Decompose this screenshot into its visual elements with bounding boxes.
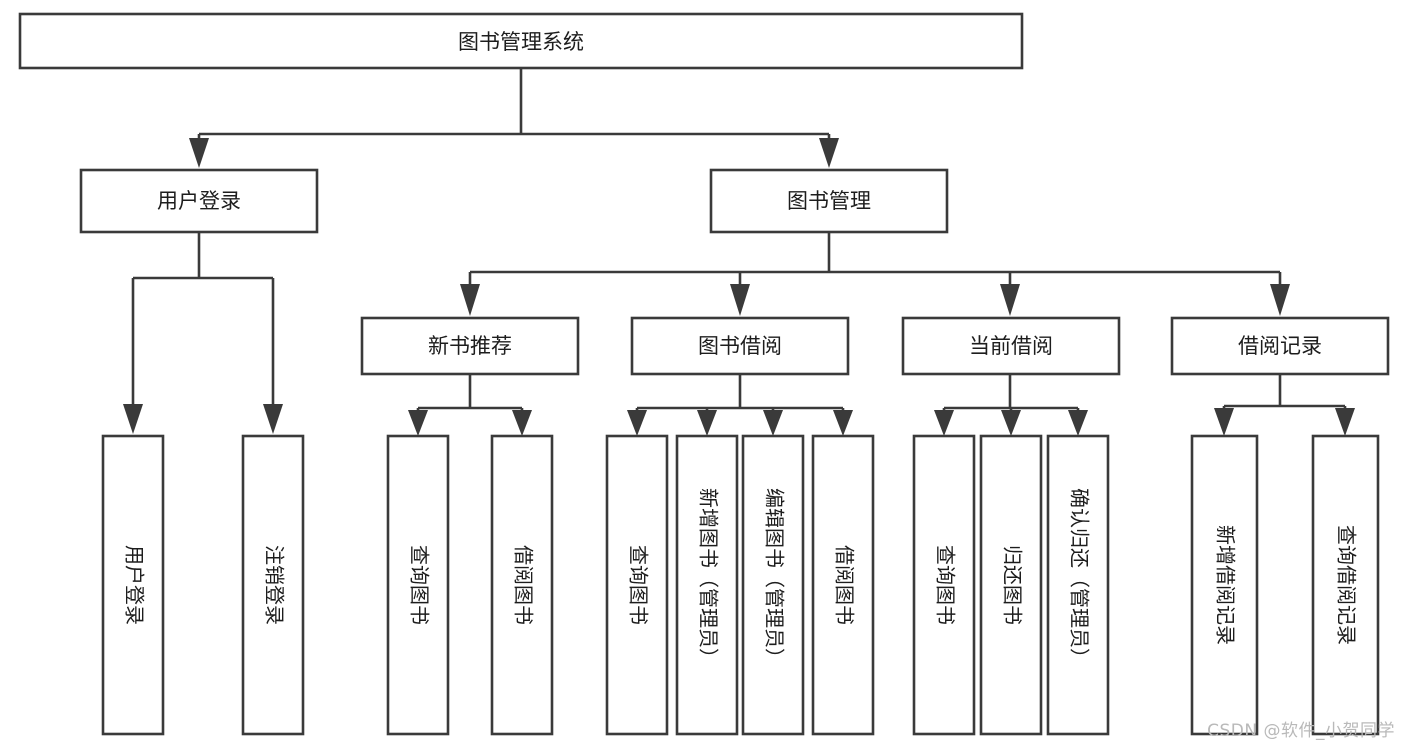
node-book-borrow[interactable]: 图书借阅 xyxy=(630,316,850,376)
node-leaf-user-login-box[interactable] xyxy=(101,434,165,736)
connectors-layer xyxy=(123,68,1355,436)
node-leaf-borrow-book-2[interactable]: 借阅图书 xyxy=(811,434,875,736)
node-leaf-query-book-3-box[interactable] xyxy=(912,434,976,736)
node-leaf-confirm-return-box[interactable] xyxy=(1046,434,1110,736)
arrow-head-leaf-add-book xyxy=(697,410,717,436)
node-borrow-record[interactable]: 借阅记录 xyxy=(1170,316,1390,376)
arrow-head-book-management xyxy=(819,138,839,168)
arrow-head-user-login xyxy=(189,138,209,168)
node-leaf-edit-book[interactable]: 编辑图书（管理员） xyxy=(741,434,805,736)
node-borrow-record-box[interactable] xyxy=(1170,316,1390,376)
node-book-borrow-box[interactable] xyxy=(630,316,850,376)
node-user-login[interactable]: 用户登录 xyxy=(79,168,319,234)
node-leaf-add-record[interactable]: 新增借阅记录 xyxy=(1190,434,1259,736)
node-leaf-borrow-book-1-box[interactable] xyxy=(490,434,554,736)
node-current-borrow[interactable]: 当前借阅 xyxy=(901,316,1121,376)
node-leaf-return-book[interactable]: 归还图书 xyxy=(979,434,1043,736)
arrow-head-new-book-recommend xyxy=(460,284,480,316)
arrow-head-leaf-logout xyxy=(263,404,283,434)
node-leaf-confirm-return[interactable]: 确认归还（管理员） xyxy=(1046,434,1110,736)
arrow-head-borrow-record xyxy=(1270,284,1290,316)
node-current-borrow-box[interactable] xyxy=(901,316,1121,376)
node-leaf-query-book-1-box[interactable] xyxy=(386,434,450,736)
arrow-head-leaf-add-record xyxy=(1214,408,1234,436)
arrow-head-leaf-borrow-book-1 xyxy=(512,410,532,436)
arrow-head-leaf-query-book-2 xyxy=(627,410,647,436)
node-leaf-borrow-book-1[interactable]: 借阅图书 xyxy=(490,434,554,736)
arrow-head-leaf-return-book xyxy=(1001,410,1021,436)
arrow-head-leaf-edit-book xyxy=(763,410,783,436)
node-new-book-recommend[interactable]: 新书推荐 xyxy=(360,316,580,376)
node-leaf-add-record-box[interactable] xyxy=(1190,434,1259,736)
node-leaf-return-book-box[interactable] xyxy=(979,434,1043,736)
arrow-head-leaf-confirm-return xyxy=(1068,410,1088,436)
node-root[interactable]: 图书管理系统 xyxy=(18,12,1024,70)
node-leaf-query-record-box[interactable] xyxy=(1311,434,1380,736)
node-leaf-user-login[interactable]: 用户登录 xyxy=(101,434,165,736)
node-leaf-query-book-2-box[interactable] xyxy=(605,434,669,736)
node-new-book-recommend-box[interactable] xyxy=(360,316,580,376)
node-leaf-query-record[interactable]: 查询借阅记录 xyxy=(1311,434,1380,736)
node-leaf-logout[interactable]: 注销登录 xyxy=(241,434,305,736)
node-leaf-query-book-1[interactable]: 查询图书 xyxy=(386,434,450,736)
node-leaf-add-book[interactable]: 新增图书（管理员） xyxy=(675,434,739,736)
arrow-head-leaf-borrow-book-2 xyxy=(833,410,853,436)
node-leaf-edit-book-box[interactable] xyxy=(741,434,805,736)
arrow-head-current-borrow xyxy=(1000,284,1020,316)
csdn-watermark: CSDN @软件_小贺同学 xyxy=(1207,721,1395,741)
node-user-login-box[interactable] xyxy=(79,168,319,234)
node-leaf-add-book-box[interactable] xyxy=(675,434,739,736)
node-leaf-query-book-2[interactable]: 查询图书 xyxy=(605,434,669,736)
arrow-head-leaf-query-record xyxy=(1335,408,1355,436)
node-leaf-logout-box[interactable] xyxy=(241,434,305,736)
arrow-head-book-borrow xyxy=(730,284,750,316)
node-book-management[interactable]: 图书管理 xyxy=(709,168,949,234)
node-book-management-box[interactable] xyxy=(709,168,949,234)
node-leaf-borrow-book-2-box[interactable] xyxy=(811,434,875,736)
arrow-head-leaf-user-login xyxy=(123,404,143,434)
node-root-box[interactable] xyxy=(18,12,1024,70)
arrow-head-leaf-query-book-3 xyxy=(934,410,954,436)
arrow-head-leaf-query-book-1 xyxy=(408,410,428,436)
node-leaf-query-book-3[interactable]: 查询图书 xyxy=(912,434,976,736)
